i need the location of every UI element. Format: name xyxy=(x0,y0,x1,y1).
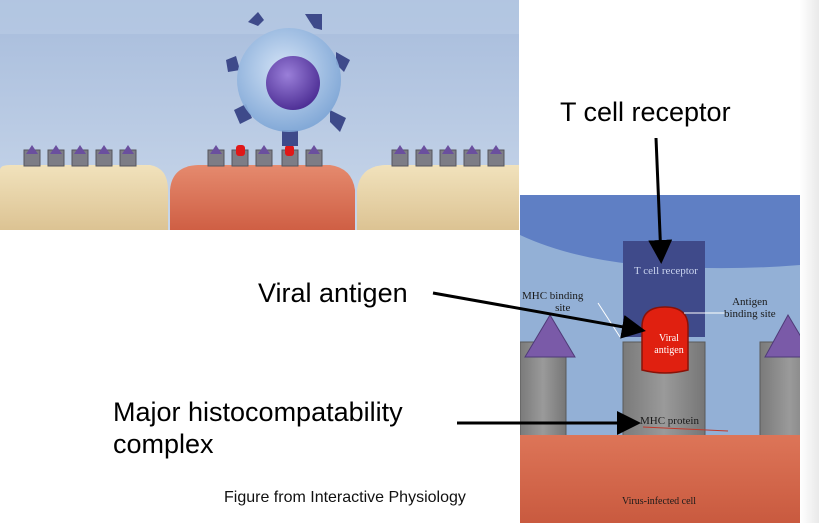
inset-antigen-binding-label: Antigen binding site xyxy=(724,296,776,320)
inset-mhc-binding-label: MHC binding site xyxy=(522,290,584,314)
right-edge-shade xyxy=(800,0,819,523)
antigen-small-1 xyxy=(236,145,245,156)
healthy-cell-right xyxy=(357,165,519,230)
mhc-label: Major histocompatability complex xyxy=(113,397,403,459)
figure-caption: Figure from Interactive Physiology xyxy=(224,489,466,506)
t-cell-receptor-label: T cell receptor xyxy=(560,97,731,127)
virus-infected-cell xyxy=(520,435,819,523)
zoom-inset xyxy=(519,195,819,523)
inset-t-cell-receptor-label: T cell receptor xyxy=(634,265,698,277)
viral-antigen-shape xyxy=(641,306,689,374)
healthy-cell-left xyxy=(0,165,168,230)
top-illustration xyxy=(0,0,519,230)
antigen-small-2 xyxy=(285,145,294,156)
inset-virus-infected-cell-label: Virus-infected cell xyxy=(622,496,697,507)
inset-viral-antigen-label: Viral antigen xyxy=(654,333,684,356)
inset-mhc-protein-label: MHC protein xyxy=(640,415,699,427)
mhc-column-left xyxy=(519,341,567,443)
peptide-left xyxy=(524,314,576,358)
t-cell xyxy=(226,12,350,146)
infected-cell xyxy=(170,165,355,230)
viral-antigen-label: Viral antigen xyxy=(258,278,408,308)
nucleus xyxy=(266,56,320,110)
